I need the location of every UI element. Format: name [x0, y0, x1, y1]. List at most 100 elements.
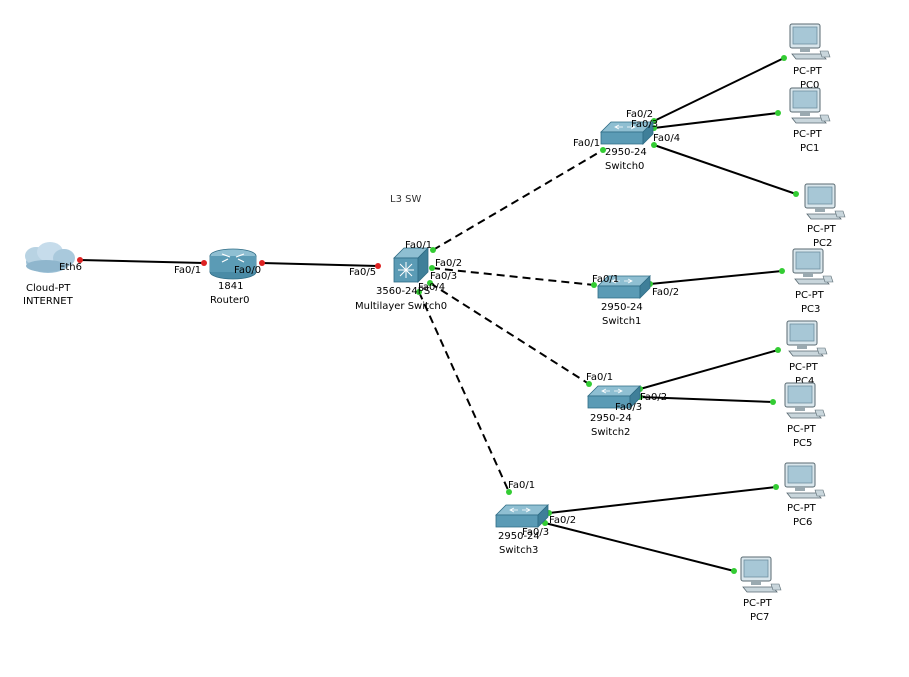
- cable-switch2-pc4[interactable]: [639, 349, 779, 390]
- port-label: Fa0/2: [549, 515, 576, 526]
- pc1-name-label: PC1: [800, 143, 819, 154]
- port-label: Fa0/4: [653, 133, 680, 144]
- pc4-device[interactable]: PC-PT PC4: [786, 320, 828, 387]
- switch2-device[interactable]: 2950-24 Switch2: [587, 385, 641, 438]
- switch0-device[interactable]: 2950-24 Switch0: [600, 121, 654, 172]
- switch3-name-label: Switch3: [499, 545, 538, 556]
- switch1-model-label: 2950-24: [601, 302, 643, 313]
- cable-mls-switch0[interactable]: [432, 149, 604, 251]
- port-label: Fa0/2: [652, 287, 679, 298]
- port-label: Fa0/1: [405, 240, 432, 251]
- pc6-model-label: PC-PT: [787, 503, 817, 514]
- pc1-device[interactable]: PC-PT PC1: [789, 87, 831, 154]
- switch3-device[interactable]: 2950-24 Switch3: [495, 504, 549, 556]
- switch-icon: [495, 504, 549, 528]
- cable-mls-switch3[interactable]: [418, 291, 510, 493]
- multilayer-switch-icon: [393, 247, 429, 283]
- link-up-dot: [773, 484, 779, 490]
- pc7-name-label: PC7: [750, 612, 769, 623]
- cable-mls-switch2[interactable]: [429, 282, 590, 385]
- port-labels: Eth6 Fa0/1 Fa0/0 Fa0/5 Fa0/1 Fa0/2 Fa0/3…: [59, 109, 680, 538]
- port-label: Fa0/2: [626, 109, 653, 120]
- switch3-model-label: 2950-24: [498, 531, 540, 542]
- port-label: Fa0/3: [430, 271, 457, 282]
- link-up-dot: [770, 399, 776, 405]
- cable-switch2-pc5[interactable]: [639, 396, 774, 403]
- pc2-name-label: PC2: [813, 238, 832, 249]
- pc4-model-label: PC-PT: [789, 362, 819, 373]
- port-label: Fa0/1: [586, 372, 613, 383]
- router-name-label: Router0: [210, 295, 250, 306]
- cable-switch0-pc2[interactable]: [653, 144, 797, 195]
- cable-cloud-router[interactable]: [79, 259, 205, 264]
- pc4-name-label: PC4: [795, 376, 814, 387]
- switch0-name-label: Switch0: [605, 161, 644, 172]
- link-up-dot: [506, 489, 512, 495]
- port-label: Fa0/1: [573, 138, 600, 149]
- link-down-dot: [375, 263, 381, 269]
- link-up-dot: [775, 110, 781, 116]
- cloud-icon: [25, 242, 75, 273]
- link-up-dot: [651, 142, 657, 148]
- cloud-name-label: INTERNET: [23, 296, 74, 307]
- pc5-device[interactable]: PC-PT PC5: [784, 382, 826, 449]
- cloud-device[interactable]: Cloud-PT INTERNET: [23, 242, 75, 307]
- cable-switch3-pc7[interactable]: [544, 522, 735, 572]
- switch2-name-label: Switch2: [591, 427, 630, 438]
- pc0-device[interactable]: PC-PT PC0: [789, 23, 831, 91]
- switch1-name-label: Switch1: [602, 316, 641, 327]
- router-device[interactable]: 1841 Router0: [209, 248, 257, 306]
- link-up-dot: [731, 568, 737, 574]
- port-label: Fa0/3: [522, 527, 549, 538]
- router-model-label: 1841: [218, 281, 243, 292]
- port-label: Fa0/4: [418, 282, 445, 293]
- port-label: Fa0/3: [615, 402, 642, 413]
- link-down-dot: [77, 257, 83, 263]
- cable-switch1-pc3[interactable]: [649, 270, 783, 285]
- cable-switch0-pc0[interactable]: [653, 57, 785, 122]
- link-up-dot: [586, 381, 592, 387]
- link-down-dot: [259, 260, 265, 266]
- link-down-dot: [201, 260, 207, 266]
- pc-icon: [789, 23, 831, 60]
- pc7-device[interactable]: PC-PT PC7: [740, 556, 782, 623]
- cable-switch0-pc1[interactable]: [653, 112, 779, 129]
- router-icon: [209, 248, 257, 280]
- pc2-device[interactable]: PC-PT PC2: [804, 183, 846, 249]
- cable-router-mls[interactable]: [261, 262, 379, 267]
- pc-icon: [784, 462, 826, 499]
- pc-icon: [792, 248, 834, 285]
- pc6-name-label: PC6: [793, 517, 812, 528]
- pc3-model-label: PC-PT: [795, 290, 825, 301]
- cable-switch3-pc6[interactable]: [548, 486, 777, 514]
- pc-icon: [789, 87, 831, 124]
- switch1-device[interactable]: 2950-24 Switch1: [597, 275, 651, 327]
- pc5-name-label: PC5: [793, 438, 812, 449]
- switch2-model-label: 2950-24: [590, 413, 632, 424]
- pc1-model-label: PC-PT: [793, 129, 823, 140]
- pc7-model-label: PC-PT: [743, 598, 773, 609]
- switch0-model-label: 2950-24: [605, 147, 647, 158]
- pc-icon: [786, 320, 828, 357]
- port-label: Fa0/1: [508, 480, 535, 491]
- link-up-dot: [600, 147, 606, 153]
- multilayer-switch-device[interactable]: 3560-24PS Multilayer Switch0: [355, 247, 447, 312]
- port-label: Fa0/1: [174, 265, 201, 276]
- port-label: Eth6: [59, 262, 82, 273]
- annotation-note[interactable]: L3 SW: [390, 194, 421, 205]
- link-up-dot: [781, 55, 787, 61]
- pc0-name-label: PC0: [800, 80, 819, 91]
- port-label: Fa0/3: [631, 119, 658, 130]
- pc0-model-label: PC-PT: [793, 66, 823, 77]
- pc6-device[interactable]: PC-PT PC6: [784, 462, 826, 528]
- pc3-device[interactable]: PC-PT PC3: [792, 248, 834, 315]
- pc2-model-label: PC-PT: [807, 224, 837, 235]
- mls-name-label: Multilayer Switch0: [355, 301, 447, 312]
- link-up-dot: [430, 247, 436, 253]
- link-up-dot: [427, 280, 433, 286]
- pc5-model-label: PC-PT: [787, 424, 817, 435]
- pc3-name-label: PC3: [801, 304, 820, 315]
- mls-model-label: 3560-24PS: [376, 286, 430, 297]
- pc-icon: [804, 183, 846, 220]
- cable-mls-switch1[interactable]: [431, 267, 595, 286]
